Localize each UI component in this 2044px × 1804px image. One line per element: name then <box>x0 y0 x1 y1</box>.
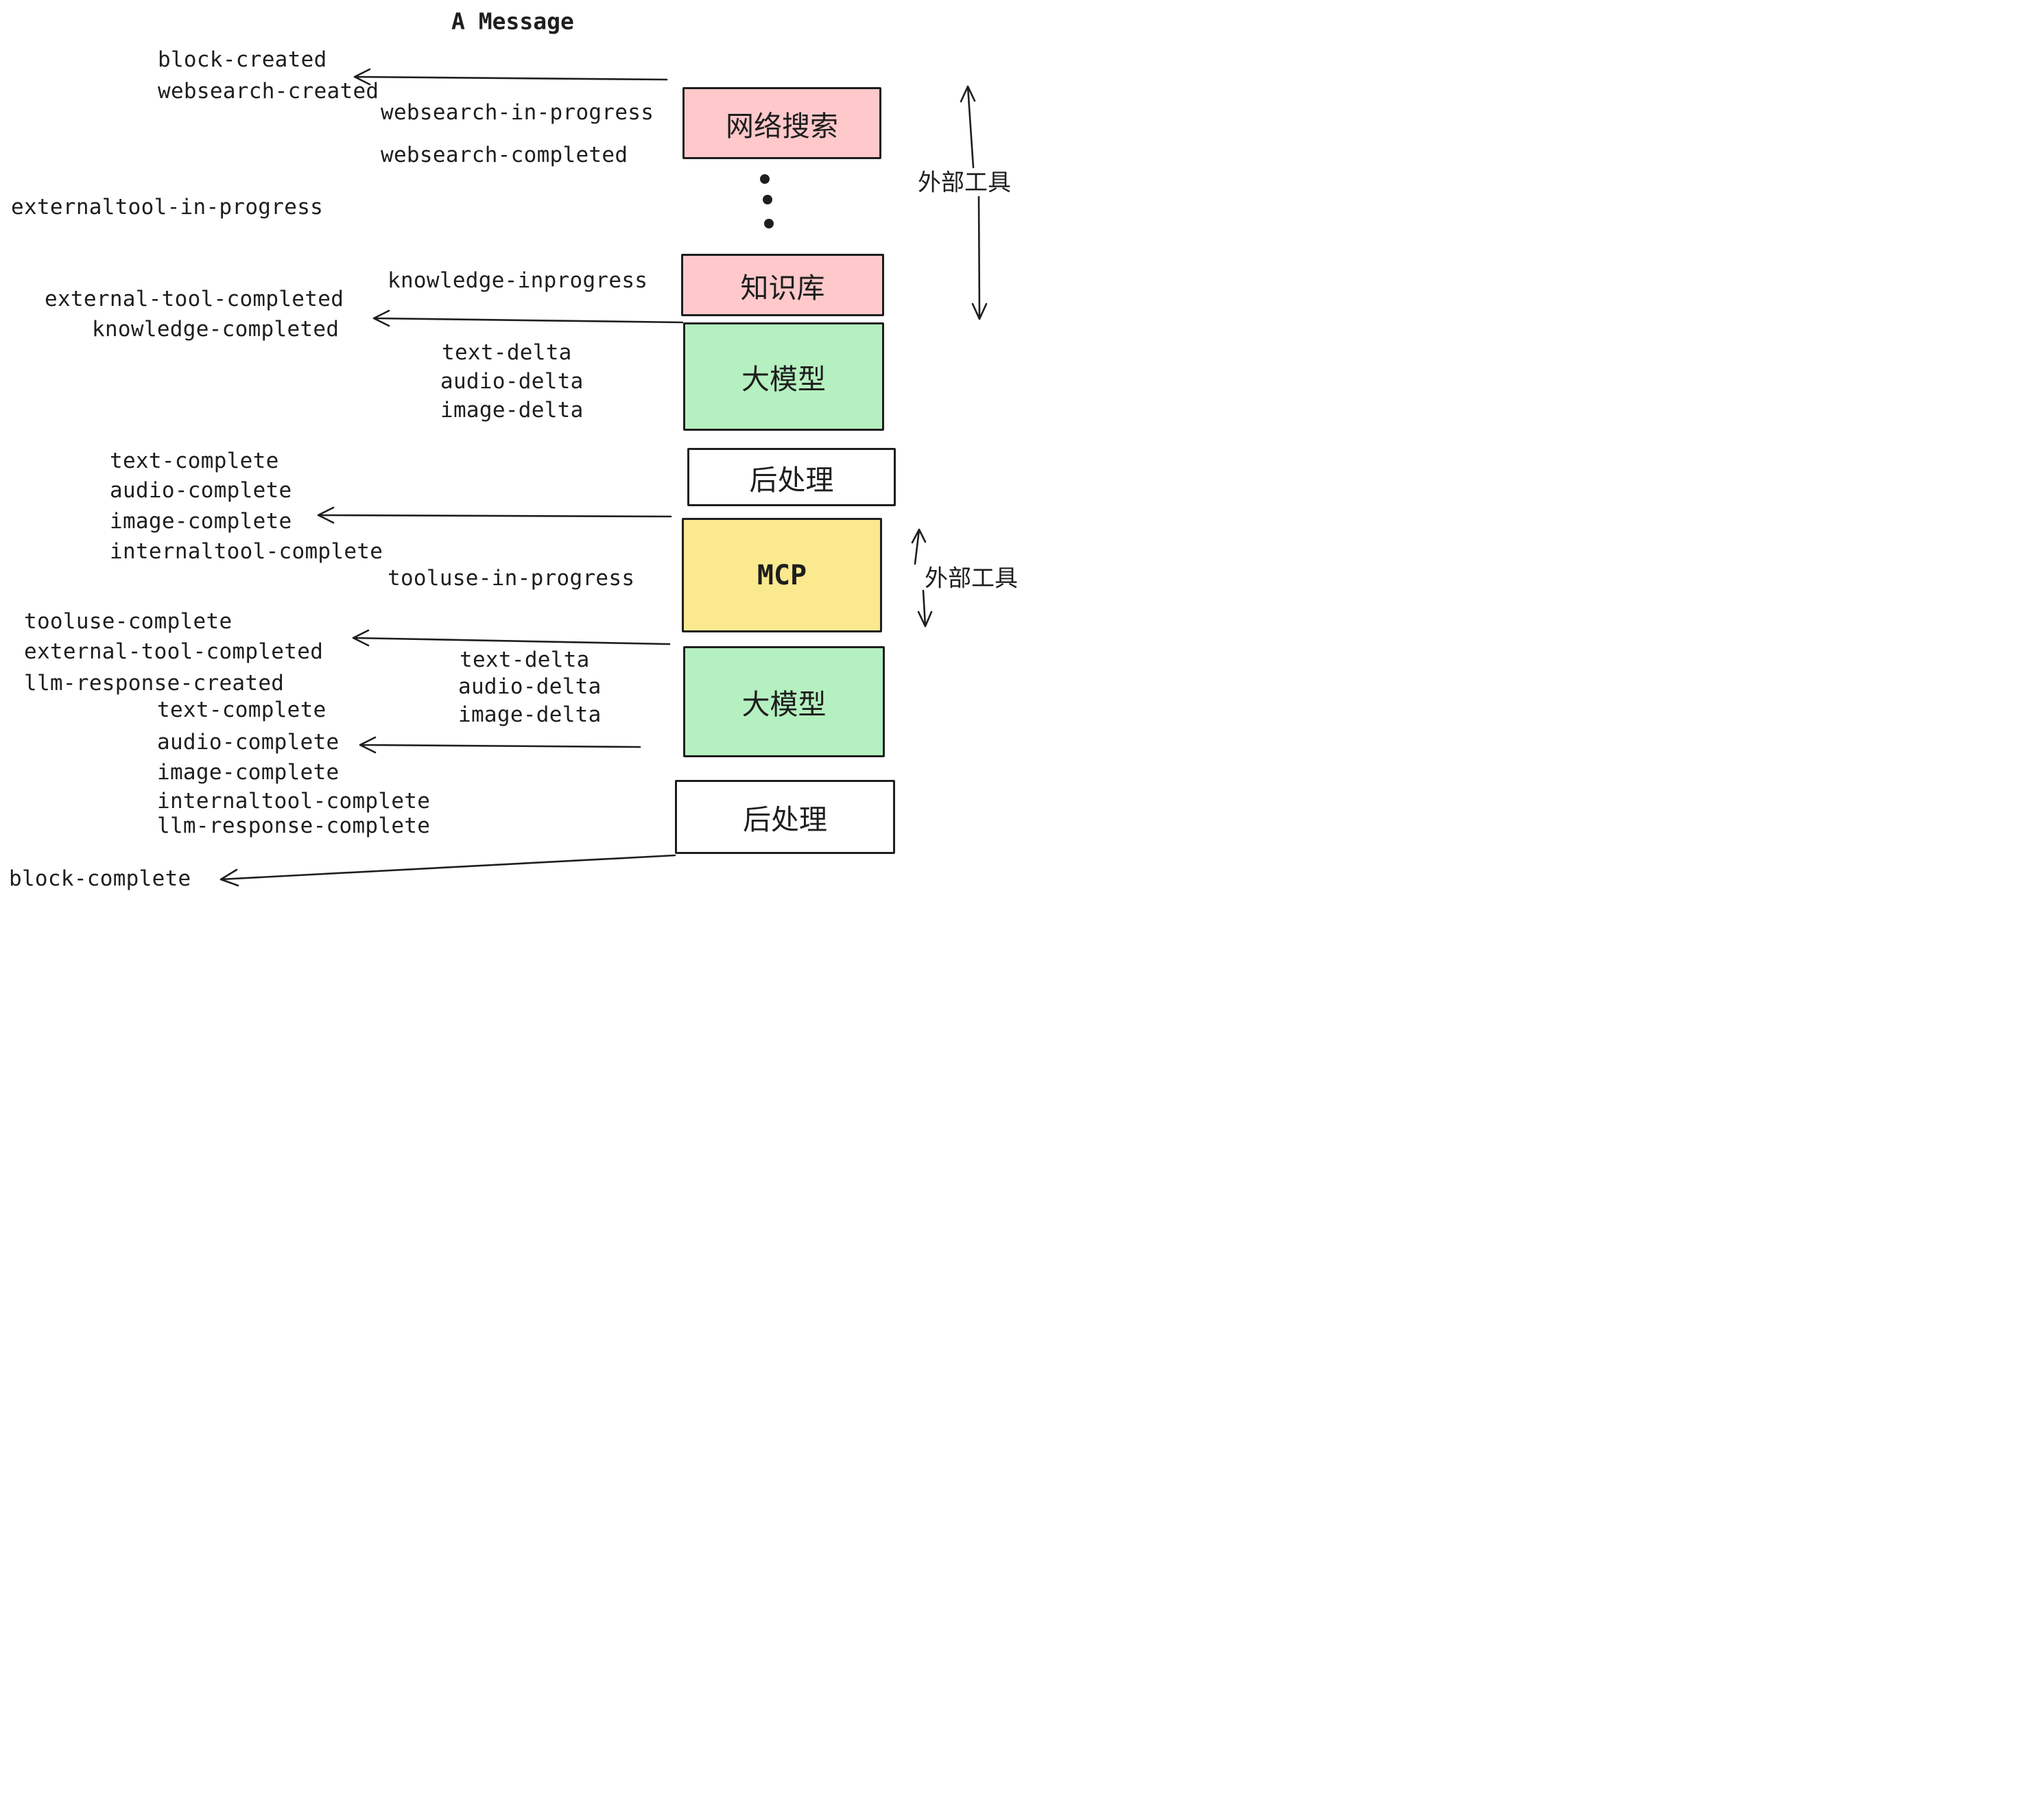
event-text-complete-1: text-complete <box>110 449 279 473</box>
node-llm-2-label: 大模型 <box>741 688 827 721</box>
event-websearch-created: websearch-created <box>158 79 379 104</box>
event-tooluse-in-progress: tooluse-in-progress <box>388 566 635 591</box>
event-internaltool-complete-1: internaltool-complete <box>110 539 383 564</box>
event-audio-complete-1: audio-complete <box>110 478 292 503</box>
event-audio-delta-1: audio-delta <box>440 369 584 394</box>
node-postprocess-2: 后处理 <box>675 780 895 854</box>
event-image-complete-1: image-complete <box>110 509 292 534</box>
node-llm-1-label: 大模型 <box>741 363 826 396</box>
event-external-tool-completed-2: external-tool-completed <box>24 639 324 664</box>
event-block-created: block-created <box>158 47 327 72</box>
event-llm-response-created: llm-response-created <box>24 671 285 696</box>
label-external-tools-top: 外部工具 <box>918 169 1011 197</box>
node-postprocess-1-label: 后处理 <box>749 463 834 497</box>
node-websearch-label: 网络搜索 <box>726 109 838 143</box>
message-flow-diagram: A Message block-created websearch-create… <box>0 0 1022 902</box>
event-audio-delta-2: audio-delta <box>458 674 602 699</box>
event-text-delta-2: text-delta <box>460 648 590 672</box>
ellipsis-dots <box>760 174 774 228</box>
event-external-tool-completed-1: external-tool-completed <box>45 287 344 311</box>
event-knowledge-inprogress: knowledge-inprogress <box>388 268 648 293</box>
event-text-delta-1: text-delta <box>442 340 572 365</box>
event-internaltool-complete-2: internaltool-complete <box>157 789 431 814</box>
page-title: A Message <box>451 8 574 35</box>
arrow-external-tools-top-up <box>960 85 976 169</box>
node-websearch: 网络搜索 <box>682 87 881 159</box>
node-knowledge-label: 知识库 <box>740 271 825 305</box>
label-external-tools-mcp: 外部工具 <box>925 565 1018 593</box>
node-mcp: MCP <box>682 518 882 632</box>
arrow-image-complete <box>317 506 672 524</box>
event-websearch-completed: websearch-completed <box>381 143 628 167</box>
arrow-tooluse-complete <box>352 629 671 647</box>
node-knowledge: 知识库 <box>681 254 884 316</box>
node-llm-2: 大模型 <box>683 646 885 757</box>
event-llm-response-complete: llm-response-complete <box>157 814 431 838</box>
event-image-delta-2: image-delta <box>458 702 602 727</box>
arrow-external-tools-mcp-down <box>917 589 933 628</box>
event-block-complete: block-complete <box>9 866 191 891</box>
event-image-complete-2: image-complete <box>157 760 340 785</box>
event-knowledge-completed: knowledge-completed <box>92 317 340 342</box>
arrow-external-tools-top-down <box>971 195 988 320</box>
event-image-delta-1: image-delta <box>440 398 584 423</box>
arrow-block-complete <box>219 854 676 887</box>
arrow-audio-complete-2 <box>359 736 641 754</box>
event-websearch-in-progress: websearch-in-progress <box>381 100 654 125</box>
node-llm-1: 大模型 <box>683 322 884 431</box>
event-text-complete-2: text-complete <box>157 698 326 722</box>
event-audio-complete-2: audio-complete <box>157 730 340 755</box>
node-mcp-label: MCP <box>757 559 807 591</box>
event-tooluse-complete: tooluse-complete <box>24 609 233 634</box>
node-postprocess-1: 后处理 <box>687 448 896 506</box>
node-postprocess-2-label: 后处理 <box>743 803 827 836</box>
arrow-knowledge-completed <box>372 309 684 327</box>
arrow-external-tools-mcp-up <box>911 528 927 565</box>
arrow-websearch-created <box>353 68 668 86</box>
event-externaltool-in-progress: externaltool-in-progress <box>11 195 324 219</box>
